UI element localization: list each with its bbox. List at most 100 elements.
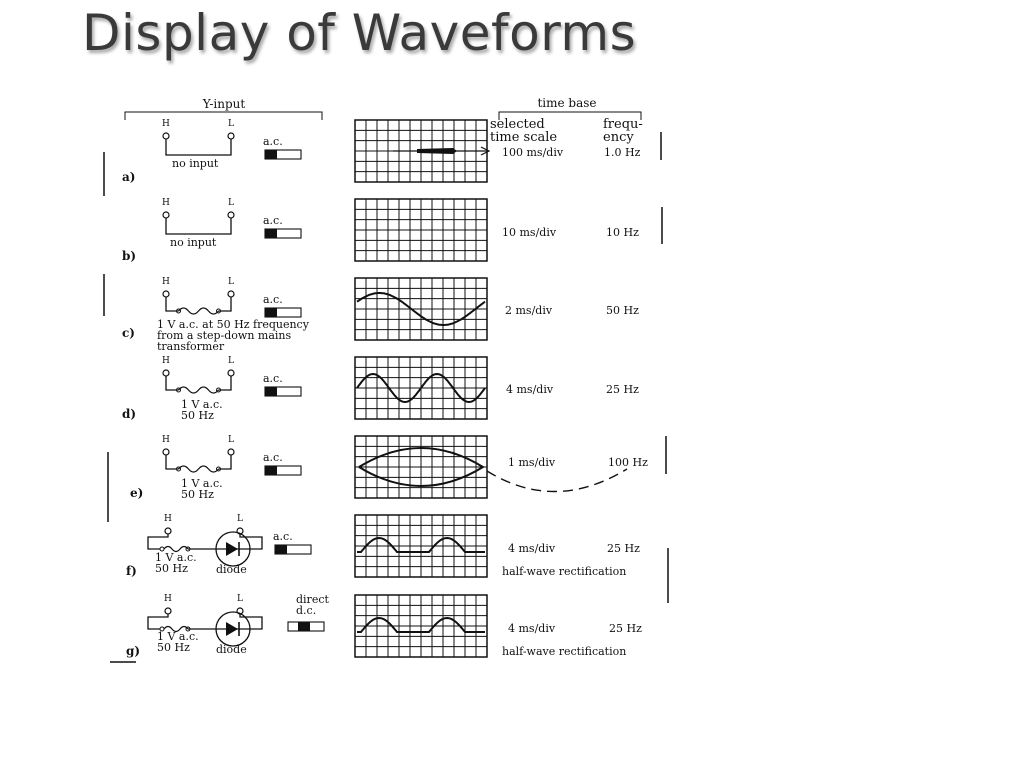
dashed-continuation [486,468,628,493]
waveform-row: H Lno input a) a.c. 100 ms/div 1.0 Hz [122,119,641,184]
coupling-label: direct [296,593,329,606]
source-terminal [159,626,165,632]
ac-source-wire [165,376,232,391]
source-terminal [216,387,221,393]
terminal-l-label: L [228,356,234,366]
frequency-value: 10 Hz [606,226,639,239]
sine-trace [356,292,486,326]
row-letter: a) [122,170,135,184]
input-description: 50 Hz [181,488,214,501]
half-wave-trace [357,536,485,553]
input-description: 1 V a.c. [157,630,199,643]
row-letter: b) [122,249,136,263]
time-scale-value: 2 ms/div [505,304,553,317]
terminal-l-label: L [228,119,234,129]
terminal-l-circle [227,369,235,377]
source-terminal [159,546,165,552]
terminal-h-circle [164,527,172,535]
coupling-label: a.c. [263,293,283,306]
ac-source-symbol [178,307,219,315]
terminal-l-label: L [228,435,234,445]
frequency-value: 1.0 Hz [604,146,641,159]
input-description: 1 V a.c. [181,477,223,490]
lissajous-trace [358,447,485,487]
terminal-h-circle [162,211,170,219]
source-terminal [185,626,191,632]
ac-source-symbol [178,386,219,394]
terminal-l-circle [227,448,235,456]
row-letter: g) [126,644,140,658]
oscilloscope-screen [354,514,488,578]
y-input-bracket [124,111,323,120]
frequency-value: 25 Hz [607,542,640,555]
terminal-h-circle [162,369,170,377]
ac-source-symbol [163,625,189,633]
terminal-h-circle [162,448,170,456]
time-base-header: time base [537,96,596,110]
source-terminal [216,308,221,314]
terminal-l-circle [227,132,235,140]
time-scale-value: 100 ms/div [502,146,564,159]
terminal-h-label: H [164,594,172,604]
row-letter: f) [126,564,137,578]
frequency-header-2: ency [603,130,634,145]
terminal-h-label: H [162,277,170,287]
time-scale-value: 4 ms/div [508,622,556,635]
time-scale-value: 4 ms/div [508,542,556,555]
oscilloscope-screen [354,594,488,658]
terminal-h-label: H [164,514,172,524]
frequency-value: 100 Hz [608,456,648,469]
terminal-l-label: L [228,198,234,208]
terminal-h-circle [162,290,170,298]
ac-source-wire [165,455,232,470]
coupling-switch-knob [265,308,277,317]
selected-time-scale-header-2: time scale [490,130,557,145]
rectification-note: half-wave rectification [502,645,626,658]
time-scale-value: 1 ms/div [508,456,556,469]
input-description: no input [172,157,219,170]
rectification-note: half-wave rectification [502,565,626,578]
coupling-label: a.c. [263,372,283,385]
scan-marks [103,132,669,663]
frequency-value: 50 Hz [606,304,639,317]
coupling-switch-knob [265,387,277,396]
input-description: transformer [157,340,225,353]
input-description: 1 V a.c. at 50 Hz frequency [157,318,310,331]
coupling-label: d.c. [296,604,316,617]
source-terminal [185,546,191,552]
coupling-switch-knob [265,229,277,238]
coupling-switch-knob [265,150,277,159]
input-description: 50 Hz [181,409,214,422]
terminal-h-label: H [162,119,170,129]
input-description: 1 V a.c. [155,551,197,564]
oscilloscope-screen [354,277,488,341]
trace-spot [417,148,457,154]
terminal-h-circle [162,132,170,140]
sine-trace [356,372,486,404]
input-description: 50 Hz [157,641,190,654]
coupling-switch-knob [265,466,277,475]
terminal-h-label: H [162,198,170,208]
source-terminal [216,466,221,472]
frequency-header-1: frequ- [603,117,643,132]
ac-source-symbol [163,545,189,553]
coupling-label: a.c. [263,135,283,148]
selected-time-scale-header-1: selected [490,117,545,132]
time-scale-value: 4 ms/div [506,383,554,396]
ac-source-symbol [178,465,219,473]
source-terminal [176,466,181,472]
trace-arrow-head [480,146,491,156]
slide-title: Display of Waveforms [82,4,637,62]
short-circuit-wire [165,139,232,156]
ac-source-wire [165,297,232,312]
time-base-bracket [498,111,642,120]
diode-circuit-wire [147,534,263,550]
